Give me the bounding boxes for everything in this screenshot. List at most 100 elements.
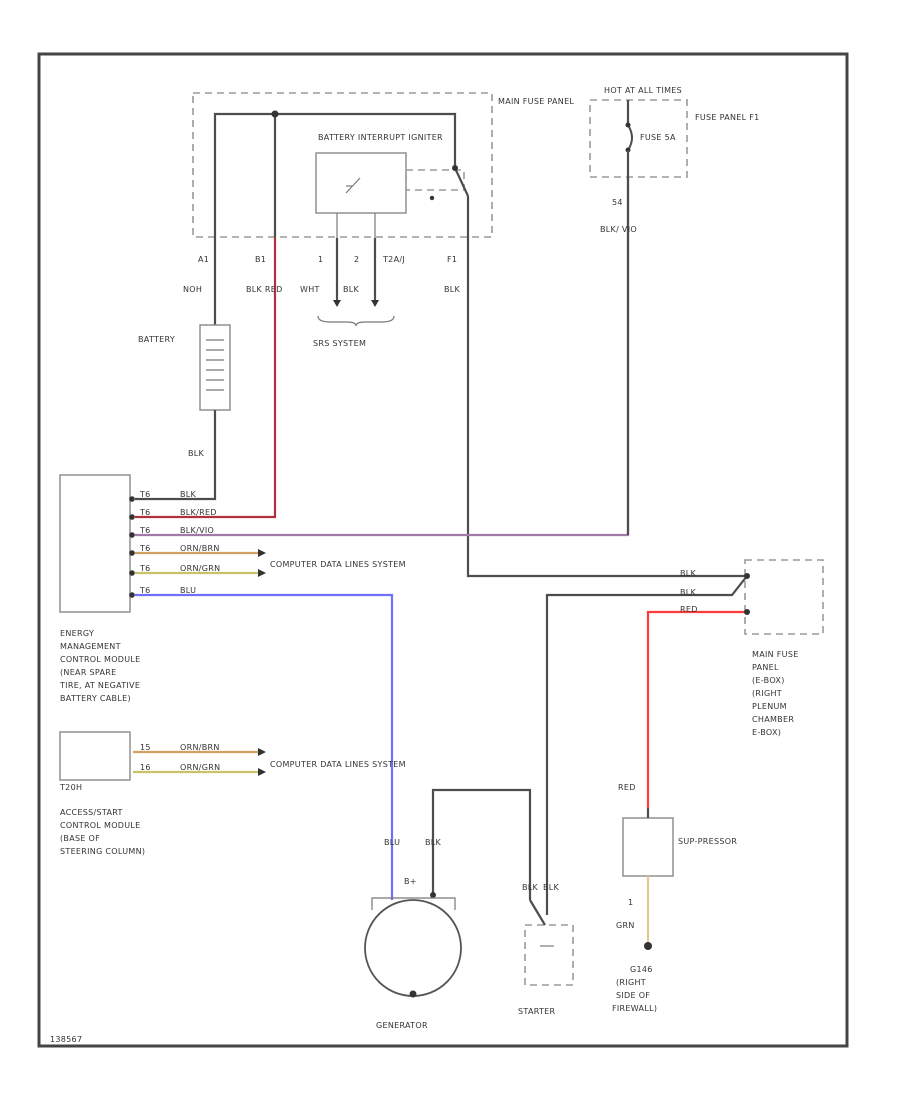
- emcm-pin-1: T6: [139, 490, 151, 499]
- switch-linkage: [405, 169, 465, 191]
- starter-switch: [529, 899, 546, 926]
- igniter-switch: [454, 167, 469, 197]
- starter-label: STARTER: [518, 1007, 556, 1016]
- svg-text:PLENUM: PLENUM: [752, 702, 787, 711]
- access-pin-2: 16: [140, 763, 151, 772]
- fuse-panel-outline: [589, 99, 688, 178]
- emcm-pin-2: T6: [139, 508, 151, 517]
- wire-label-blu-gen: BLU: [384, 838, 400, 847]
- wire-label-wht: WHT: [300, 285, 320, 294]
- battery-cells: [206, 339, 224, 391]
- svg-text:FIREWALL): FIREWALL): [612, 1004, 657, 1013]
- emcm-label: ENERGY MANAGEMENT CONTROL MODULE (NEAR S…: [59, 629, 141, 703]
- emcm-wire-4: ORN/BRN: [180, 544, 220, 553]
- wire-label-blk-starter-b: BLK: [543, 883, 560, 892]
- fuse-5a-label: FUSE 5A: [640, 133, 676, 142]
- figure-id: 138567: [50, 1035, 82, 1044]
- battery-label: BATTERY: [138, 335, 175, 344]
- switch-pivot: [452, 165, 458, 171]
- main-bus-bar: [213, 112, 457, 237]
- access-pin-1: 15: [140, 743, 151, 752]
- terminal-a1: A1: [198, 255, 209, 264]
- ebox-wire-1: BLK: [680, 569, 697, 578]
- battery-symbol: [199, 324, 231, 411]
- svg-text:MANAGEMENT: MANAGEMENT: [60, 642, 121, 651]
- ebox-wire-3: RED: [680, 605, 698, 614]
- access-data-arrow-2: [258, 768, 266, 776]
- suppressor-label: SUP-PRESSOR: [678, 837, 737, 846]
- generator-symbol: [364, 899, 462, 997]
- access-label: ACCESS/START CONTROL MODULE (BASE OF STE…: [60, 808, 145, 856]
- suppressor-pin: 1: [628, 898, 633, 907]
- suppressor-box: [622, 817, 674, 877]
- gen-b-plus-terminal: [430, 892, 436, 898]
- wire-emcm-blu: [135, 593, 394, 882]
- hot-at-all-times-label: HOT AT ALL TIMES: [604, 86, 682, 95]
- svg-text:G146: G146: [630, 965, 653, 974]
- wire-battery-negative: [135, 410, 217, 501]
- wire-label-red-supp: RED: [618, 783, 636, 792]
- main-fuse-ebox-label: MAIN FUSE PANEL (E-BOX) (RIGHT PLENUM CH…: [752, 650, 799, 737]
- emcm-pin-3: T6: [139, 526, 151, 535]
- svg-text:(E-BOX): (E-BOX): [752, 676, 785, 685]
- svg-text:ENERGY: ENERGY: [60, 629, 94, 638]
- terminal-b1: B1: [255, 255, 266, 264]
- emcm-wire-5: ORN/GRN: [180, 564, 220, 573]
- svg-text:CONTROL MODULE: CONTROL MODULE: [60, 655, 141, 664]
- access-data-arrow-1: [258, 748, 266, 756]
- emcm-wire-1: BLK: [180, 490, 197, 499]
- fuse-panel-f1-label: FUSE PANEL F1: [695, 113, 760, 122]
- ebox-terminal-1: [744, 573, 750, 579]
- terminal-1: 1: [318, 255, 323, 264]
- wire-red-suppressor: [646, 610, 747, 808]
- emcm-wire-6: BLU: [180, 586, 196, 595]
- igniter-symbol: [345, 177, 361, 194]
- wire-label-noh: NOH: [183, 285, 202, 294]
- main-fuse-panel-ebox: [744, 559, 824, 635]
- diagram-frame: [37, 52, 849, 1048]
- computer-data-lines-label-2: COMPUTER DATA LINES SYSTEM: [270, 760, 406, 769]
- switch-contact-dot: [429, 195, 435, 201]
- wire-b1-blk-red: [135, 237, 277, 519]
- main-fuse-panel-outline: [192, 92, 493, 238]
- wire-label-blk-f1: BLK: [444, 285, 461, 294]
- battery-interrupt-igniter-box: [315, 152, 407, 214]
- emcm-data-arrow-2: [258, 569, 266, 577]
- wire-f1-blk: [466, 237, 747, 578]
- svg-text:CHAMBER: CHAMBER: [752, 715, 794, 724]
- emcm-connector-pins: [129, 496, 135, 598]
- emcm-pin-6: T6: [139, 586, 151, 595]
- emcm-wire-2: BLK/RED: [180, 508, 217, 517]
- wire-label-blk-gen: BLK: [425, 838, 442, 847]
- bus-junction-dot: [271, 110, 279, 118]
- svg-text:MAIN FUSE: MAIN FUSE: [752, 650, 799, 659]
- access-connector-label: T20H: [59, 783, 82, 792]
- computer-data-lines-label-1: COMPUTER DATA LINES SYSTEM: [270, 560, 406, 569]
- emcm-pin-4: T6: [139, 544, 151, 553]
- terminal-f1: F1: [447, 255, 457, 264]
- srs-arrow-2: [371, 300, 379, 307]
- emcm-data-arrow-1: [258, 549, 266, 557]
- svg-text:BATTERY CABLE): BATTERY CABLE): [60, 694, 131, 703]
- main-fuse-panel-label: MAIN FUSE PANEL: [498, 97, 574, 106]
- generator-ground-terminal: [409, 990, 417, 998]
- svg-text:(BASE OF: (BASE OF: [60, 834, 100, 843]
- svg-text:TIRE, AT NEGATIVE: TIRE, AT NEGATIVE: [59, 681, 140, 690]
- ebox-terminal-2: [744, 609, 750, 615]
- svg-text:CONTROL MODULE: CONTROL MODULE: [60, 821, 141, 830]
- access-wire-1: ORN/BRN: [180, 743, 220, 752]
- fuse-element: [627, 124, 633, 151]
- ground-g146-label: G146 (RIGHT SIDE OF FIREWALL): [612, 965, 657, 1013]
- gen-terminal-label: B+: [404, 877, 417, 886]
- emcm-wire-3: BLK/VIO: [180, 526, 214, 535]
- fuse-terminal-top: [625, 122, 631, 128]
- srs-system-label: SRS SYSTEM: [313, 339, 366, 348]
- wire-label-blk-vio: BLK/ VIO: [600, 225, 637, 234]
- svg-text:(NEAR SPARE: (NEAR SPARE: [60, 668, 117, 677]
- terminal-t2a-c: T2A/J: [382, 255, 405, 264]
- access-start-control-module: [59, 731, 131, 781]
- generator-label: GENERATOR: [376, 1021, 428, 1030]
- starter-outline: [524, 924, 574, 986]
- wire-label-blk-starter-a: BLK: [522, 883, 539, 892]
